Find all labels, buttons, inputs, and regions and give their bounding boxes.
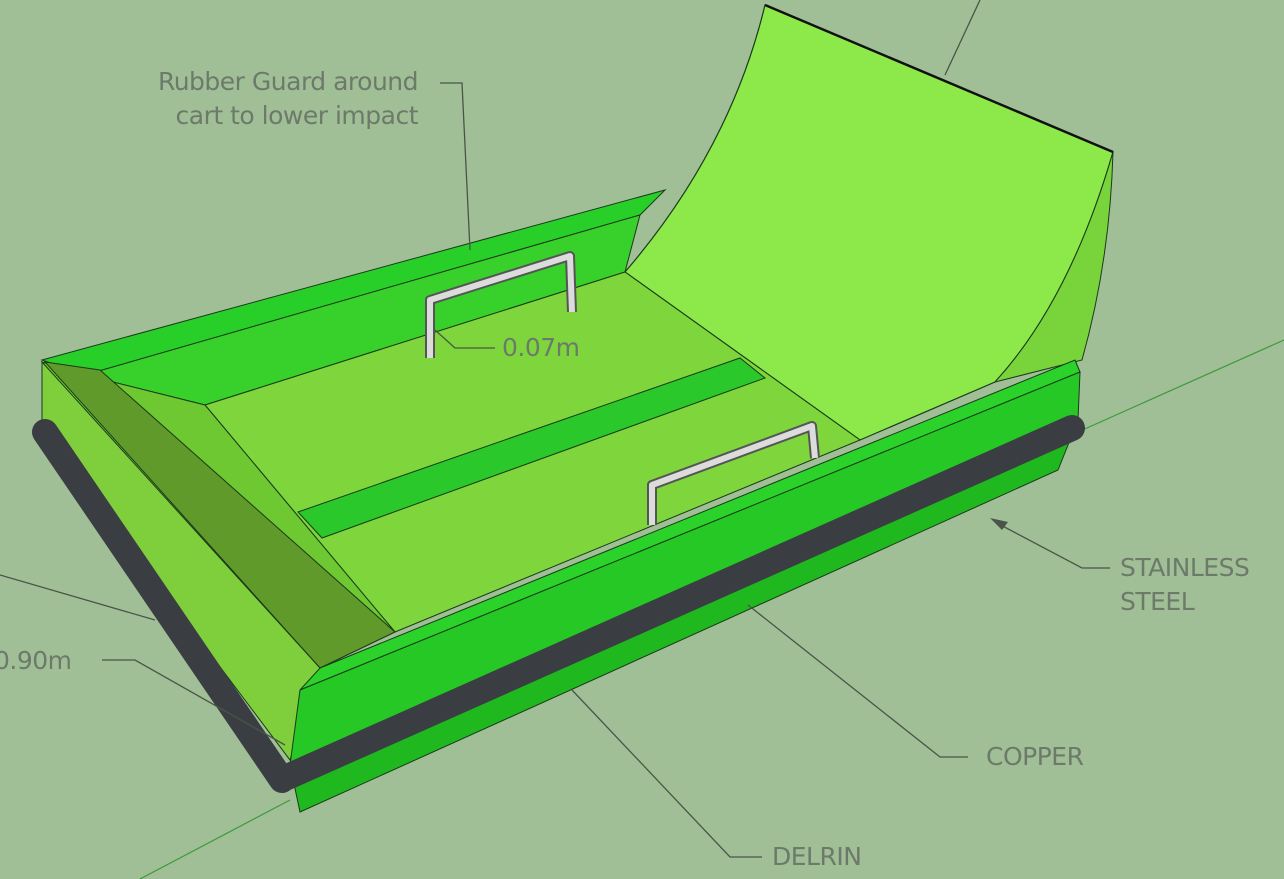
leader-width-dim — [102, 659, 286, 746]
label-line: STAINLESS — [1120, 553, 1250, 582]
label-line: STEEL — [1120, 587, 1195, 616]
rubber-guard-front — [272, 415, 1085, 791]
end-wall-face — [41, 360, 321, 762]
label-rubber-guard: Rubber Guard around cart to lower impact — [118, 65, 419, 133]
leader-handle-dim — [434, 329, 495, 349]
leader-stainless — [994, 521, 1110, 569]
label-line: cart to lower impact — [175, 101, 419, 130]
handle-front — [649, 423, 818, 525]
leader-copper — [747, 604, 968, 758]
leader-top — [944, 0, 981, 76]
leader-delrin — [571, 689, 762, 858]
leader-width-top — [0, 574, 156, 621]
axis-line — [1059, 339, 1284, 441]
panel-top-edge — [764, 3, 1114, 154]
end-wall-slope — [43, 361, 396, 669]
label-stainless: STAINLESS STEEL — [1120, 551, 1250, 619]
label-delrin: DELRIN — [772, 842, 862, 871]
rubber-guard-side — [32, 419, 295, 793]
handle-back — [427, 253, 575, 358]
curved-panel-side — [993, 151, 1114, 383]
label-width-dim: 0.90m — [0, 646, 72, 675]
leader-rubber-guard — [440, 82, 471, 251]
arrow-head-icon — [990, 518, 1008, 530]
axis-line — [139, 799, 291, 879]
center-rib — [297, 357, 767, 539]
leader-lines — [0, 0, 1110, 858]
label-copper: COPPER — [986, 742, 1084, 771]
label-handle-dim: 0.07m — [502, 333, 580, 362]
label-line: Rubber Guard around — [157, 67, 419, 96]
